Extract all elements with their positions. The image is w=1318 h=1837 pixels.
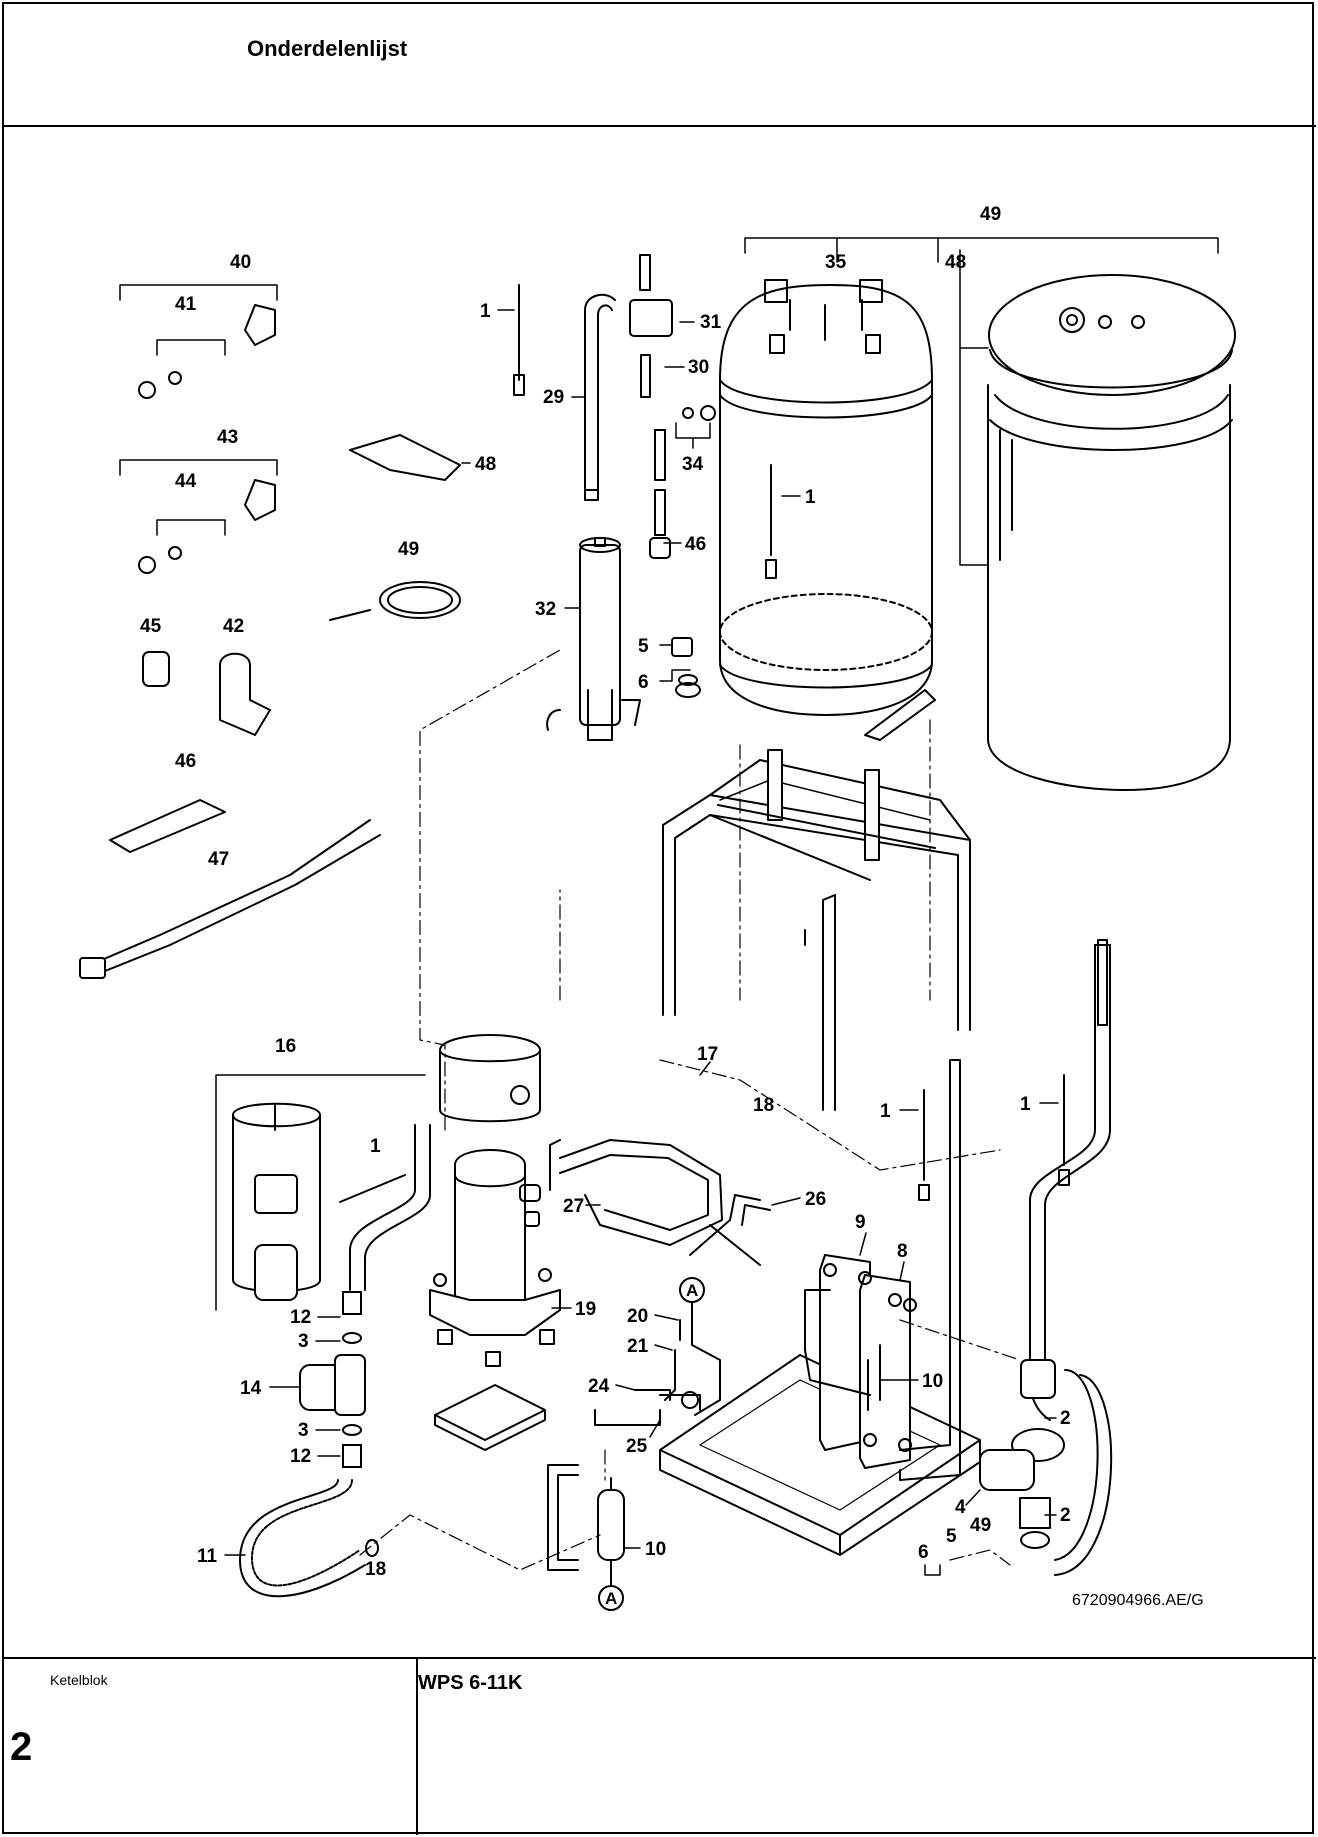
part-label: 11 <box>197 1546 218 1567</box>
assembly-lines <box>359 649 1021 1571</box>
part-label: 27 <box>563 1196 584 1217</box>
part-label: 10 <box>922 1371 943 1392</box>
part-label: 18 <box>365 1559 386 1580</box>
part-label: 26 <box>805 1189 826 1210</box>
part-label: 32 <box>535 599 556 620</box>
part-label: 45 <box>140 616 162 637</box>
part-label: 44 <box>175 471 197 492</box>
heat-exchangers <box>804 1059 961 1481</box>
support-frame <box>662 749 971 1111</box>
part-label: 25 <box>626 1436 648 1457</box>
part-label: 12 <box>290 1446 311 1467</box>
sensor-cables <box>339 284 1070 1203</box>
part-label: 17 <box>697 1044 718 1065</box>
part-label: 5 <box>638 636 649 657</box>
svg-text:A: A <box>686 1281 698 1300</box>
model-name: WPS 6-11K <box>418 1672 523 1694</box>
part-label: 3 <box>298 1420 309 1441</box>
document-reference: 6720904966.AE/G <box>1072 1592 1204 1609</box>
header-divider <box>2 125 1316 127</box>
part-label: 31 <box>700 312 722 333</box>
part-label: 49 <box>970 1515 991 1536</box>
page-number: 2 <box>10 1725 33 1769</box>
part-label: 19 <box>575 1299 596 1320</box>
part-label: 4 <box>955 1497 966 1518</box>
compressor <box>429 1034 561 1367</box>
connector-parts <box>629 254 716 698</box>
footer-divider <box>2 1657 1316 1659</box>
page-title: Onderdelenlijst <box>247 36 408 61</box>
pipe-loop <box>549 1139 771 1266</box>
section-label: Ketelblok <box>50 1672 108 1688</box>
reference-marker-a: A <box>598 1574 624 1611</box>
part-label: 1 <box>370 1136 381 1157</box>
hose-29 <box>584 293 616 501</box>
part-label: 6 <box>638 672 649 693</box>
reference-marker-a: A <box>679 1277 705 1317</box>
part-label: 30 <box>688 357 709 378</box>
leader-lines <box>224 237 1059 1576</box>
part-label: 46 <box>685 534 706 555</box>
part-label: 3 <box>298 1331 309 1352</box>
part-label: 34 <box>682 454 704 475</box>
part-label: 42 <box>223 616 244 637</box>
heater-element <box>546 537 641 741</box>
part-label: 10 <box>645 1539 666 1560</box>
expansion-valve-parts <box>594 1314 721 1426</box>
part-label: 5 <box>946 1526 957 1547</box>
part-label: 12 <box>290 1307 311 1328</box>
footer-column-divider <box>416 1657 418 1835</box>
part-label: 29 <box>543 387 564 408</box>
part-label: 2 <box>1060 1505 1071 1526</box>
part-labels: 40 41 43 44 45 42 46 47 48 49 1 29 31 30… <box>140 204 1071 1580</box>
part-label: 49 <box>398 539 419 560</box>
part-label: 49 <box>980 204 1001 225</box>
part-label: 9 <box>855 1212 866 1233</box>
part-label: 14 <box>240 1378 262 1399</box>
part-label: 41 <box>175 294 197 315</box>
part-label: 1 <box>1020 1094 1031 1115</box>
circulation-pump-left <box>299 1124 431 1468</box>
part-label: 6 <box>918 1542 929 1563</box>
compressor-jacket <box>232 1102 321 1301</box>
part-label: 1 <box>480 301 491 322</box>
part-label: 48 <box>475 454 496 475</box>
circulation-pump-right <box>979 1428 1065 1549</box>
part-label: 48 <box>945 252 966 273</box>
part-label: 18 <box>753 1095 774 1116</box>
riser-pipe <box>1020 939 1113 1576</box>
part-label: 35 <box>825 252 847 273</box>
part-label: 16 <box>275 1036 296 1057</box>
part-label: 20 <box>627 1306 648 1327</box>
flexible-hose <box>239 1479 379 1598</box>
group-brackets <box>119 237 1219 1311</box>
part-label: 1 <box>880 1101 891 1122</box>
part-label: 2 <box>1060 1408 1071 1429</box>
tank-shell <box>987 274 1236 791</box>
part-label: 40 <box>230 252 251 273</box>
part-label: 47 <box>208 849 229 870</box>
part-label: 24 <box>588 1376 610 1397</box>
part-label: 1 <box>805 487 816 508</box>
part-label: 46 <box>175 751 196 772</box>
part-label: 43 <box>217 427 238 448</box>
part-label: 21 <box>627 1336 649 1357</box>
filter-drier <box>547 1464 625 1576</box>
svg-text:A: A <box>605 1589 617 1608</box>
storage-tank <box>719 279 936 741</box>
small-parts <box>79 304 461 979</box>
part-label: 8 <box>897 1241 908 1262</box>
cover-plate <box>434 1384 546 1451</box>
